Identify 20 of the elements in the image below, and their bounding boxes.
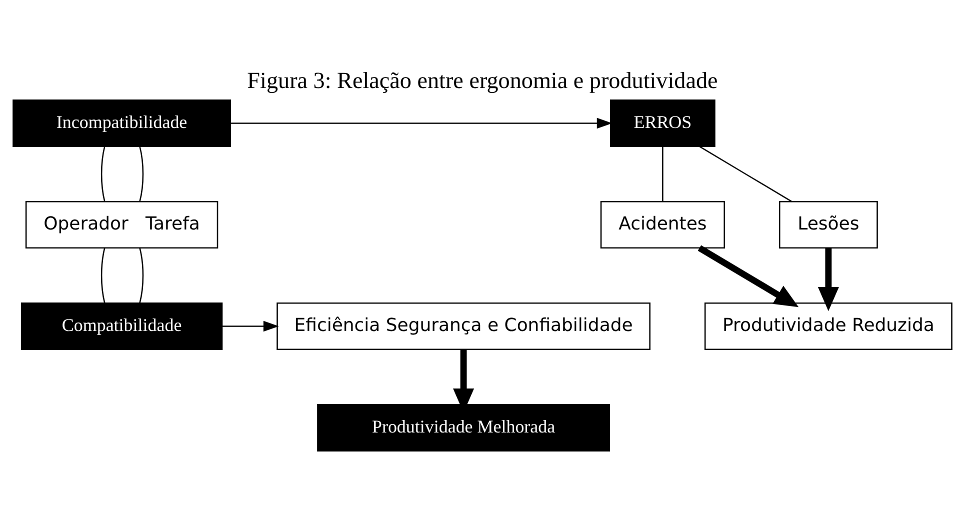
arrow [818, 248, 839, 312]
arrow [230, 118, 612, 129]
node-box: Lesões [778, 200, 878, 248]
connector [139, 146, 144, 202]
arrow [698, 245, 799, 308]
connector [100, 248, 106, 304]
node-box: Produtividade Melhorada [317, 404, 610, 452]
node-box: Compatibilidade [20, 302, 223, 350]
diagram-title: Figura 3: Relação entre ergonomia e produtividade [247, 68, 718, 94]
node-box: Produtividade Reduzida [704, 302, 952, 350]
connector [139, 248, 144, 304]
node-box: ERROS [610, 99, 716, 147]
arrow [222, 320, 279, 332]
connector [662, 146, 664, 202]
node-box: Operador Tarefa [25, 200, 218, 248]
connector [699, 146, 792, 202]
node-box: Incompatibilidade [12, 99, 231, 147]
connector [100, 146, 106, 202]
node-box: Acidentes [600, 200, 725, 248]
node-box: Eficiência Segurança e Confiabilidade [276, 302, 650, 350]
